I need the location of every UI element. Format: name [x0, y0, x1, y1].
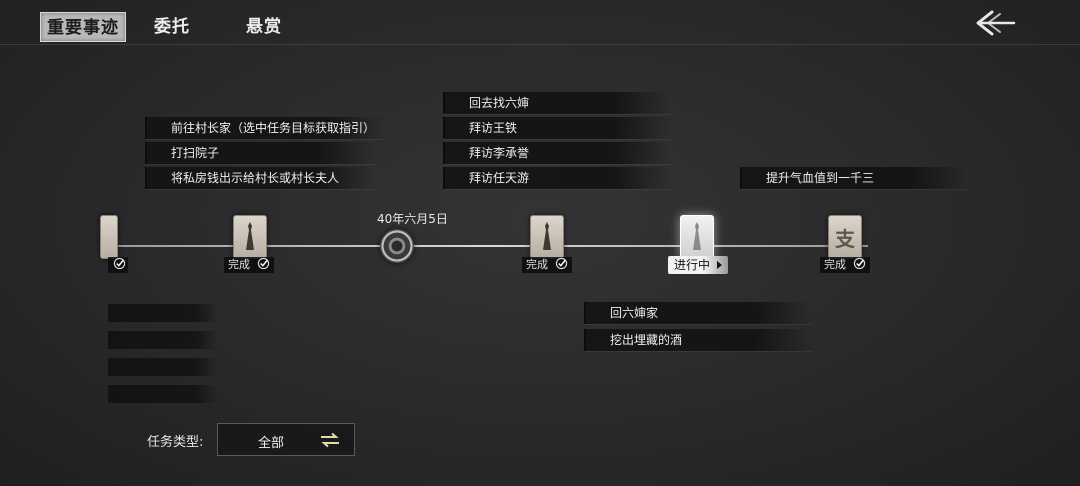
- node-status-label: 完成: [228, 258, 250, 271]
- timeline-node[interactable]: 支: [828, 215, 862, 259]
- task-item[interactable]: 前往村长家（选中任务目标获取指引）: [145, 117, 385, 139]
- timeline-node[interactable]: [530, 215, 564, 259]
- back-button[interactable]: [972, 6, 1018, 40]
- check-icon: [555, 257, 567, 270]
- task-item[interactable]: 打扫院子: [145, 142, 375, 164]
- task-item-empty[interactable]: [108, 358, 218, 376]
- top-bar: 重要事迹 委托 悬赏: [0, 0, 1080, 45]
- node-status: 完成: [522, 257, 572, 273]
- date-dial-icon: [380, 229, 414, 263]
- node-status-label: 完成: [526, 258, 548, 271]
- seal-character: 支: [835, 226, 855, 251]
- tab-bounties[interactable]: 悬赏: [246, 17, 282, 37]
- timeline-node[interactable]: [233, 215, 267, 259]
- timeline-node-current[interactable]: [680, 215, 714, 259]
- in-progress-badge[interactable]: 进行中: [668, 256, 729, 274]
- task-item-empty[interactable]: [108, 385, 218, 403]
- check-icon: [853, 257, 865, 270]
- tab-commissions[interactable]: 委托: [154, 17, 190, 37]
- task-item[interactable]: 拜访任天游: [443, 167, 671, 189]
- node-status: 完成: [820, 257, 870, 273]
- character-figure-icon: [543, 222, 551, 250]
- timeline-node[interactable]: [100, 215, 118, 259]
- task-item[interactable]: 将私房钱出示给村长或村长夫人: [145, 167, 375, 189]
- task-item[interactable]: 拜访王铁: [443, 117, 671, 139]
- character-figure-icon: [246, 222, 254, 250]
- task-item-empty[interactable]: [108, 304, 218, 322]
- check-icon: [113, 257, 126, 270]
- check-icon: [257, 257, 269, 270]
- task-item[interactable]: 拜访李承誉: [443, 142, 671, 164]
- chevron-right-icon: [717, 261, 723, 269]
- task-type-selector[interactable]: 全部: [217, 423, 355, 456]
- task-type-value: 全部: [258, 436, 285, 451]
- timeline-track: [108, 245, 868, 247]
- task-item[interactable]: 回去找六婶: [443, 92, 671, 114]
- swap-icon: [321, 432, 339, 448]
- task-item-empty[interactable]: [108, 331, 218, 349]
- task-item[interactable]: 挖出埋藏的酒: [584, 329, 812, 351]
- in-progress-label: 进行中: [674, 258, 711, 272]
- tab-important-events[interactable]: 重要事迹: [40, 12, 126, 42]
- node-status: [108, 257, 128, 273]
- task-type-label: 任务类型:: [147, 435, 204, 450]
- task-item[interactable]: 回六婶家: [584, 302, 812, 324]
- task-item[interactable]: 提升气血值到一千三: [740, 167, 968, 189]
- character-figure-icon: [693, 222, 701, 250]
- node-status-label: 完成: [824, 258, 846, 271]
- timeline-date: 40年六月5日: [377, 212, 448, 226]
- arrow-left-icon: [976, 10, 1016, 36]
- node-status: 完成: [224, 257, 274, 273]
